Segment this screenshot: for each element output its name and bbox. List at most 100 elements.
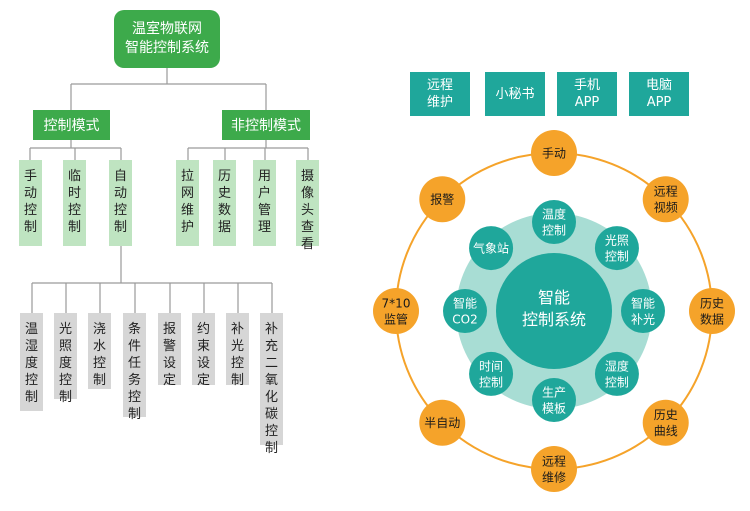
mobile-app-button[interactable]: 手机 APP — [557, 72, 617, 116]
leaf-char: 温 — [24, 322, 38, 337]
leaf-light-control: 光照度控制 — [54, 313, 77, 405]
leaf-char: 据 — [217, 220, 231, 235]
outer-node-history-curve-label: 历史 — [654, 408, 678, 422]
leaf-char: 度 — [58, 356, 72, 371]
inner-node-light-label: 光照 — [605, 233, 629, 247]
leaf-supplement-light-control: 补光控制 — [226, 313, 249, 388]
leaf-timed-control: 临时控制 — [63, 160, 86, 246]
remote-maintenance-button[interactable]: 远程 维护 — [410, 72, 470, 116]
leaf-char: 定 — [162, 373, 176, 388]
inner-node-light-label: 控制 — [605, 249, 629, 263]
inner-node-smart-co2-label: 智能 — [453, 295, 477, 310]
leaf-history-data: 历史数据 — [213, 160, 236, 246]
non-control-mode-label: 非控制模式 — [231, 118, 301, 134]
leaf-condition-task-control: 条件任务控制 — [123, 313, 146, 422]
center-title-line2: 控制系统 — [522, 310, 586, 329]
assistant-button[interactable]: 小秘书 — [485, 72, 545, 116]
outer-node-monitoring-label: 7*10 — [382, 296, 411, 310]
button-line2: APP — [646, 95, 672, 110]
leaf-char: 临 — [67, 169, 81, 184]
leaf-char: 制 — [92, 373, 106, 388]
leaf-char: 控 — [127, 390, 141, 405]
leaf-char: 约 — [196, 322, 210, 337]
leaf-char: 束 — [196, 339, 210, 354]
leaf-char: 氧 — [264, 373, 278, 388]
outer-node-history-data-label: 数据 — [700, 311, 724, 326]
leaf-camera-view: 摄像头查看 — [296, 160, 319, 252]
leaf-char: 补 — [264, 322, 278, 337]
leaf-char: 制 — [23, 220, 37, 235]
leaf-manual-control: 手动控制 — [19, 160, 42, 246]
inner-node-weather: 气象站 — [469, 226, 514, 271]
leaf-char: 查 — [300, 220, 314, 235]
leaf-char: 任 — [127, 356, 141, 371]
button-line1: 电脑 — [645, 78, 672, 93]
outer-node-remote-video-bubble — [642, 176, 689, 223]
leaf-char: 光 — [58, 322, 72, 337]
pc-app-button[interactable]: 电脑 APP — [629, 72, 689, 116]
outer-node-alarm: 报警 — [419, 176, 466, 223]
inner-node-production-bubble — [532, 378, 576, 422]
inner-node-temperature-label: 温度 — [542, 206, 566, 221]
leaf-constraint-setting: 约束设定 — [192, 313, 215, 388]
outer-node-remote-maintenance-bubble — [531, 446, 577, 492]
inner-node-temperature-bubble — [532, 200, 576, 244]
leaf-char: 摄 — [300, 169, 314, 184]
leaf-char: 务 — [127, 373, 141, 388]
leaf-char: 管 — [257, 203, 271, 218]
leaf-char: 设 — [162, 356, 176, 371]
leaf-irrigation-control: 浇水控制 — [88, 313, 111, 389]
leaf-char: 像 — [300, 186, 314, 201]
outer-node-semi-auto: 半自动 — [419, 399, 466, 446]
leaf-char: 水 — [92, 339, 106, 354]
leaf-char: 理 — [257, 220, 271, 235]
leaf-char: 度 — [24, 356, 38, 371]
leaf-network-maintenance: 拉网维护 — [176, 160, 199, 246]
leaf-char: 警 — [162, 339, 176, 354]
leaf-char: 历 — [217, 169, 231, 184]
outer-node-history-data-bubble — [689, 288, 735, 334]
outer-node-monitoring-label: 监管 — [384, 311, 408, 326]
leaf-char: 控 — [92, 356, 106, 371]
outer-node-manual-label: 手动 — [542, 146, 566, 160]
inner-node-humidity-label: 控制 — [605, 375, 629, 389]
inner-node-smart-light-label: 智能 — [631, 295, 655, 310]
leaf-char: 定 — [196, 373, 210, 388]
leaf-char: 设 — [196, 356, 210, 371]
leaf-char: 控 — [67, 203, 81, 218]
leaf-char: 补 — [230, 322, 244, 337]
center-node — [496, 253, 612, 369]
leaf-char: 动 — [113, 186, 127, 201]
inner-node-humidity-bubble — [594, 351, 639, 396]
inner-node-smart-light-label: 补光 — [631, 312, 655, 326]
leaf-char: 自 — [113, 169, 127, 184]
control-mode-node: 控制模式 — [33, 110, 110, 140]
leaf-char: 控 — [264, 424, 278, 439]
inner-node-smart-co2-bubble — [443, 289, 487, 333]
inner-node-humidity-label: 湿度 — [605, 358, 629, 373]
center-title-line1: 智能 — [538, 288, 570, 307]
inner-node-time-bubble — [469, 351, 514, 396]
leaf-char: 报 — [162, 322, 176, 337]
leaf-char: 控 — [24, 373, 38, 388]
inner-node-weather-label: 气象站 — [473, 240, 509, 255]
leaf-temp-humidity-control: 温湿度控制 — [20, 313, 43, 411]
outer-node-alarm-label: 报警 — [430, 192, 454, 207]
leaf-user-management: 用户管理 — [253, 160, 276, 246]
inner-node-smart-light-bubble — [621, 289, 665, 333]
leaf-char: 数 — [217, 203, 231, 218]
leaf-char: 史 — [217, 186, 231, 201]
leaf-char: 制 — [67, 220, 81, 235]
leaf-char: 充 — [264, 339, 278, 354]
control-mode-label: 控制模式 — [43, 118, 100, 134]
leaf-char: 控 — [23, 203, 37, 218]
